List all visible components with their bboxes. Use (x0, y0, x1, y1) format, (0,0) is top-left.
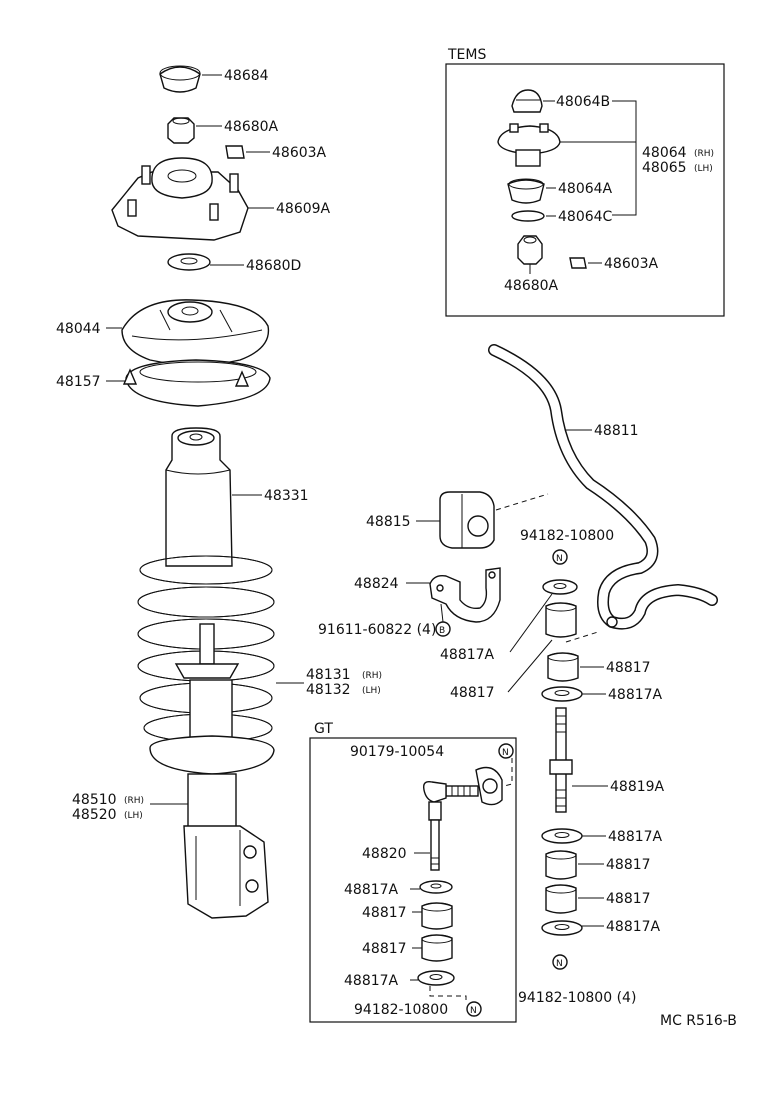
part-48510-shock-absorber (149, 623, 275, 919)
label-48680A-top: 48680A (224, 119, 279, 135)
part-48820-link (414, 766, 503, 871)
label-48817A-g2: 48817A (344, 973, 399, 989)
part-48609A-support (111, 157, 274, 241)
part-48817A-washer-r1 (541, 686, 606, 702)
tems-box-title: TEMS (447, 47, 486, 63)
part-48044-upper-seat (106, 299, 270, 366)
label-48064B: 48064B (556, 94, 610, 110)
n-mark-gt-top: N (498, 743, 514, 787)
part-48817A-gt-washer2 (410, 970, 467, 1004)
label-48064C: 48064C (558, 209, 613, 225)
label-48817A-r1: 48817A (608, 687, 663, 703)
label-90179: 90179-10054 (350, 744, 444, 760)
label-48815: 48815 (366, 514, 411, 530)
label-48064-rh: (RH) (694, 149, 714, 159)
label-48131-rh: (RH) (362, 671, 382, 681)
part-48064A-cushion (507, 178, 556, 204)
part-48817A-washer-a (509, 579, 578, 653)
label-48817-r3: 48817 (606, 891, 651, 907)
label-94182-top: 94182-10800 (520, 528, 614, 544)
part-48819A-link-bolt (549, 707, 608, 813)
part-48064C-ring (511, 210, 556, 222)
label-48817-g1: 48817 (362, 905, 407, 921)
label-91611: 91611-60822 (4) (318, 622, 436, 638)
part-48331-bumper (165, 427, 262, 567)
label-48520: 48520 (72, 807, 117, 823)
label-48603A-top: 48603A (272, 145, 327, 161)
part-48817A-gt-washer1 (410, 880, 453, 894)
svg-text:N: N (502, 748, 509, 758)
part-48817-gt-bushing2 (412, 934, 453, 962)
label-48817A-a: 48817A (440, 647, 495, 663)
n-mark-top: N (552, 549, 568, 565)
svg-text:N: N (556, 554, 563, 564)
part-48603A-tems-nut (569, 257, 602, 269)
part-48815-bushing (416, 491, 549, 549)
label-94182-gt: 94182-10800 (354, 1002, 448, 1018)
gt-box (309, 737, 517, 1023)
label-48684: 48684 (224, 68, 269, 84)
label-48817A-r3: 48817A (606, 919, 661, 935)
label-48510-rh: (RH) (124, 796, 144, 806)
b-mark: B (435, 603, 451, 637)
svg-text:N: N (556, 959, 563, 969)
part-48817A-washer-r3 (541, 920, 604, 936)
label-48131: 48131 (306, 667, 351, 683)
tems-box (445, 63, 725, 317)
label-48157: 48157 (56, 374, 101, 390)
part-48680D-washer (167, 253, 244, 271)
n-mark-bottom: N (552, 954, 568, 970)
label-48817A-r2: 48817A (608, 829, 663, 845)
part-48817A-washer-r2 (541, 828, 606, 844)
label-48331: 48331 (264, 488, 309, 504)
label-48065: 48065 (642, 160, 687, 176)
label-48064: 48064 (642, 145, 687, 161)
tems-bracket (612, 100, 637, 216)
label-48603A-tems: 48603A (604, 256, 659, 272)
label-48510: 48510 (72, 792, 117, 808)
part-48817-gt-bushing1 (412, 902, 453, 930)
part-48684-cap (159, 65, 222, 93)
label-94182-bottom: 94182-10800 (4) (518, 990, 636, 1006)
part-48157-insulator (106, 359, 271, 407)
part-48131-coil-spring (137, 555, 304, 743)
link-dash (565, 631, 599, 643)
part-48817-bushing-r1 (547, 652, 604, 682)
label-48820: 48820 (362, 846, 407, 862)
part-48064-actuator (497, 123, 561, 167)
part-48817-bushing-r3 (545, 884, 604, 914)
part-48817-bushing-r2 (545, 850, 604, 880)
label-48065-lh: (LH) (694, 164, 713, 174)
label-48811: 48811 (594, 423, 639, 439)
label-48817-a: 48817 (450, 685, 495, 701)
label-48609A: 48609A (276, 201, 331, 217)
part-48824-bracket (406, 567, 501, 623)
gt-box-title: GT (314, 721, 333, 737)
label-48132-lh: (LH) (362, 686, 381, 696)
part-48817-bushing-a (507, 602, 577, 693)
label-48817A-g1: 48817A (344, 882, 399, 898)
label-48064A: 48064A (558, 181, 613, 197)
label-48680A-tems: 48680A (504, 278, 559, 294)
label-48817-r2: 48817 (606, 857, 651, 873)
label-48044: 48044 (56, 321, 101, 337)
label-48817-r1: 48817 (606, 660, 651, 676)
svg-text:N: N (470, 1006, 477, 1016)
label-48520-lh: (LH) (124, 811, 143, 821)
label-48680D: 48680D (246, 258, 301, 274)
label-48132: 48132 (306, 682, 351, 698)
part-48603A-nut (225, 145, 270, 159)
n-mark-gt-bottom: N (466, 1001, 482, 1017)
diagram-caption: MC R516-B (660, 1013, 737, 1029)
label-48817-g2: 48817 (362, 941, 407, 957)
part-48680A-tems-nut (517, 235, 543, 274)
label-48819A: 48819A (610, 779, 665, 795)
label-48824: 48824 (354, 576, 399, 592)
part-48811-stabilizer-bar (488, 344, 718, 630)
part-48680A-nut (167, 117, 222, 144)
part-48064B-cap (511, 89, 555, 113)
svg-text:B: B (439, 626, 445, 636)
